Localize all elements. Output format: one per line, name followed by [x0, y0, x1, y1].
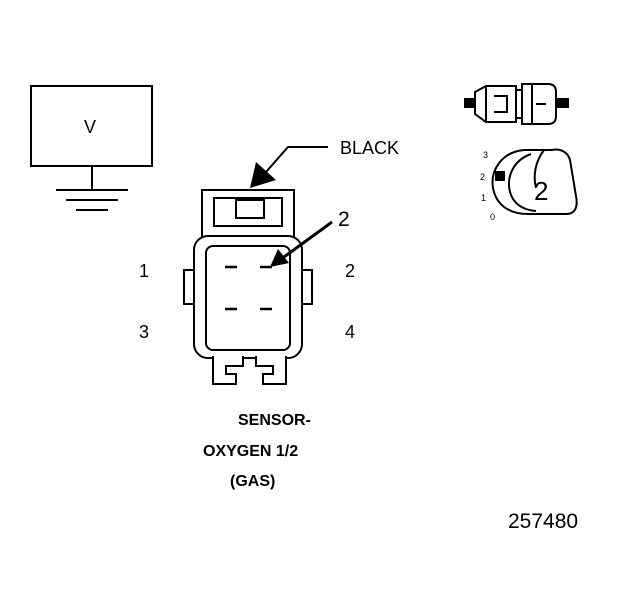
pin-label-2: 2: [345, 261, 355, 281]
view-position-indicator: [491, 148, 578, 215]
inline-connector-icon: [464, 83, 569, 125]
caption-line-3: (GAS): [230, 473, 275, 490]
indicator-pos-0: 0: [490, 212, 495, 222]
callout-pin-label: 2: [338, 208, 350, 231]
pin-label-3: 3: [139, 322, 149, 342]
meter-label: V: [84, 117, 96, 137]
color-label: BLACK: [340, 138, 399, 158]
indicator-selected: 2: [534, 176, 548, 206]
indicator-pos-3: 3: [483, 150, 488, 160]
pin-label-4: 4: [345, 322, 355, 342]
callout-arrow-pin: [270, 220, 333, 267]
ground-icon: [56, 166, 128, 211]
figure-number: 257480: [508, 510, 578, 533]
connector: [183, 189, 313, 385]
callout-arrow-color: [250, 146, 328, 188]
indicator-pos-1: 1: [481, 193, 486, 203]
indicator-pos-2: 2: [480, 172, 485, 182]
caption-line-2: OXYGEN 1/2: [203, 443, 298, 460]
caption-line-1: SENSOR-: [238, 412, 311, 429]
pin-label-1: 1: [139, 261, 149, 281]
voltmeter: [30, 85, 153, 167]
